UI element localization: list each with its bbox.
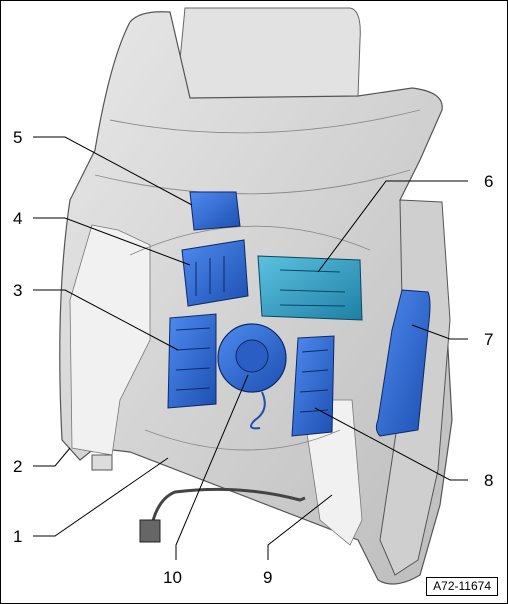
leader-4 bbox=[33, 217, 191, 266]
callout-3: 3 bbox=[13, 281, 22, 300]
callout-4: 4 bbox=[13, 209, 22, 228]
callout-7: 7 bbox=[484, 330, 493, 349]
leader-6 bbox=[317, 180, 468, 273]
callout-8: 8 bbox=[484, 471, 493, 490]
leader-8 bbox=[314, 407, 468, 481]
component-10-cable bbox=[250, 391, 266, 430]
leader-9 bbox=[267, 494, 333, 560]
component-5 bbox=[189, 191, 241, 231]
leader-5 bbox=[33, 136, 193, 206]
callout-5: 5 bbox=[13, 128, 22, 147]
leader-lines bbox=[33, 136, 468, 560]
callout-1: 1 bbox=[13, 527, 22, 546]
callout-10: 10 bbox=[163, 568, 182, 587]
figure-reference-code: A72-11674 bbox=[426, 577, 498, 596]
callout-9: 9 bbox=[263, 568, 272, 587]
component-8 bbox=[291, 335, 335, 437]
left-side-panel bbox=[69, 224, 151, 456]
leader-3 bbox=[33, 289, 179, 351]
headrest bbox=[179, 7, 361, 102]
component-4-detail bbox=[195, 256, 225, 296]
leader-10 bbox=[175, 374, 249, 560]
harness-connector bbox=[139, 519, 161, 543]
seam-line bbox=[94, 109, 421, 451]
leader-2 bbox=[33, 447, 71, 467]
component-3-detail bbox=[175, 327, 211, 391]
leader-7 bbox=[411, 324, 468, 340]
callout-2: 2 bbox=[13, 457, 22, 476]
leader-1 bbox=[33, 457, 169, 537]
component-6 bbox=[257, 255, 363, 321]
mounting-bracket bbox=[91, 454, 113, 471]
callout-6: 6 bbox=[484, 172, 493, 191]
lower-right-panel bbox=[301, 399, 363, 546]
component-3 bbox=[167, 313, 217, 409]
component-10-hub bbox=[235, 339, 269, 373]
component-4 bbox=[181, 239, 249, 307]
component-8-detail bbox=[299, 349, 329, 413]
component-6-detail bbox=[279, 269, 346, 307]
wiring-harness bbox=[148, 487, 306, 536]
